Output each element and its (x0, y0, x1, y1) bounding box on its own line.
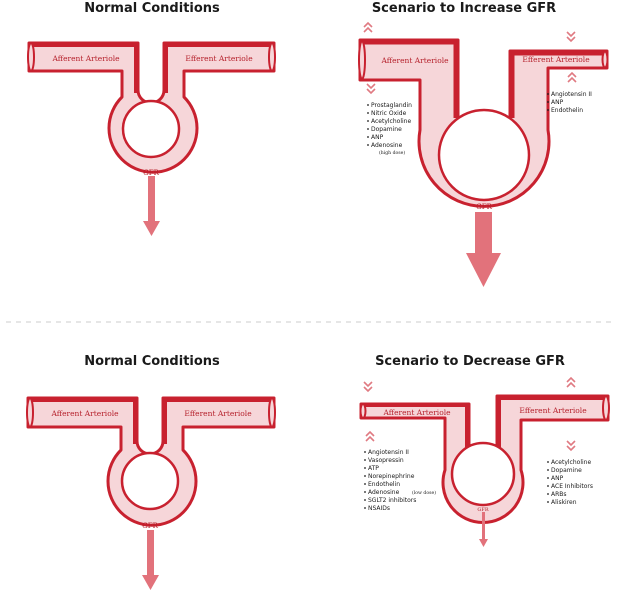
afferent-arteriole-label: Afferent Arteriole (380, 56, 449, 65)
list-item: Aliskiren (551, 499, 577, 506)
list-item: Norepinephrine (368, 473, 415, 480)
gfr-arrow (142, 530, 159, 590)
list-item: Prostaglandin (371, 102, 412, 109)
list-item: Dopamine (551, 467, 582, 474)
chevron-down-icon (366, 83, 376, 95)
efferent-arteriole-label: Efferent Arteriole (184, 409, 252, 418)
chevron-down-icon (566, 31, 576, 43)
gfr-label: GFR (477, 507, 488, 513)
list-item: Vasopressin (368, 457, 404, 464)
efferent-constrictor-list: Angiotensin II ANP Endothelin (551, 91, 592, 114)
panel-title: Scenario to Increase GFR (372, 1, 556, 16)
chevron-up-icon (566, 376, 576, 388)
list-item: NSAIDs (368, 505, 390, 512)
list-item: ARBs (551, 491, 567, 498)
list-item: Angiotensin II (551, 91, 592, 98)
gfr-label: GFR (476, 203, 492, 211)
panel-normal-top: Normal Conditions Afferent Arteriole Eff… (27, 1, 276, 236)
chevron-up-icon (365, 430, 375, 442)
afferent-arteriole-label: Afferent Arteriole (51, 54, 120, 63)
panel-decrease-gfr: Scenario to Decrease GFR Afferent Arteri… (359, 354, 610, 547)
list-item: ATP (368, 465, 379, 472)
dose-note: (low dose) (412, 489, 436, 496)
vasodilator-list: Prostaglandin Nitric Oxide Acetylcholine… (371, 102, 412, 156)
list-item: Angiotensin II (368, 449, 409, 456)
list-item: ANP (551, 475, 564, 482)
list-item: Dopamine (371, 126, 402, 133)
gfr-label: GFR (142, 522, 158, 530)
chevron-down-icon (363, 381, 373, 393)
arteriole-loop (359, 394, 610, 524)
efferent-arteriole-label: Efferent Arteriole (185, 54, 253, 63)
arteriole-loop (26, 396, 276, 527)
panel-normal-bottom: Normal Conditions Afferent Arteriole Eff… (26, 354, 276, 590)
list-item: Endothelin (368, 481, 400, 488)
chevron-up-icon (567, 71, 577, 83)
arteriole-loop (358, 38, 609, 208)
afferent-constrictor-list: Angiotensin II Vasopressin ATP Norepinep… (368, 449, 436, 512)
efferent-arteriole-label: Efferent Arteriole (522, 55, 590, 64)
gfr-arrow (143, 176, 160, 236)
list-item: Endothelin (551, 107, 583, 114)
list-item: SGLT2 inhibitors (368, 497, 416, 504)
dose-note: (high dose) (379, 149, 405, 156)
list-item: Acetylcholine (551, 459, 591, 466)
list-item: Adenosine (368, 489, 400, 496)
panel-increase-gfr: Scenario to Increase GFR Afferent Arteri… (358, 1, 609, 287)
list-item: ACE Inhibitors (551, 483, 593, 490)
list-bullets (364, 93, 549, 509)
list-item: Acetylcholine (371, 118, 411, 125)
panel-title: Normal Conditions (84, 354, 220, 369)
efferent-dilator-list: Acetylcholine Dopamine ANP ACE Inhibitor… (551, 459, 593, 506)
efferent-arteriole-label: Efferent Arteriole (519, 406, 587, 415)
list-item: Adenosine (371, 142, 403, 149)
gfr-label: GFR (143, 169, 159, 177)
chevron-up-icon (363, 21, 373, 33)
panel-title: Normal Conditions (84, 1, 220, 16)
afferent-arteriole-label: Afferent Arteriole (50, 409, 119, 418)
list-item: ANP (551, 99, 564, 106)
list-item: Nitric Oxide (371, 110, 407, 117)
panel-title: Scenario to Decrease GFR (375, 354, 565, 369)
chevron-down-icon (566, 440, 576, 452)
arteriole-loop (27, 41, 276, 174)
gfr-arrow (479, 512, 488, 547)
afferent-arteriole-label: Afferent Arteriole (382, 408, 451, 417)
gfr-arrow (466, 212, 501, 287)
list-item: ANP (371, 134, 384, 141)
